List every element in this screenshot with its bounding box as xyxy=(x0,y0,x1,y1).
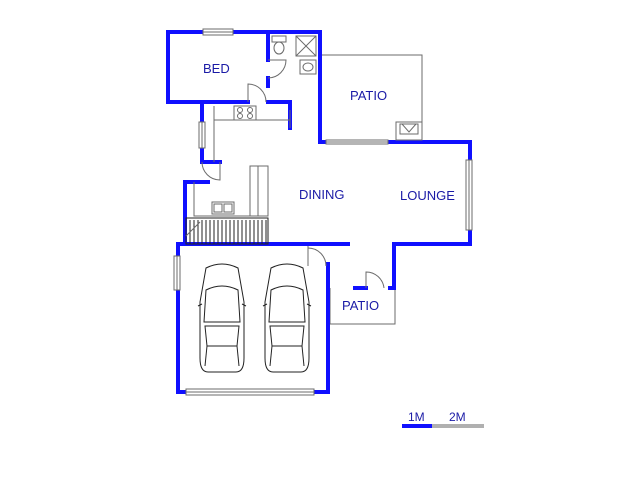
scale-bar: 1M 2M xyxy=(402,410,484,428)
garage-cars xyxy=(197,263,312,373)
doors xyxy=(201,59,385,289)
braai xyxy=(395,121,423,141)
room-label-patio-top: PATIO xyxy=(350,88,387,103)
scale-label-2m: 2M xyxy=(449,410,466,424)
scale-label-1m: 1M xyxy=(408,410,425,424)
staircase xyxy=(185,217,269,245)
car-right xyxy=(262,263,312,373)
patio-top-outline xyxy=(322,54,423,122)
kitchen-fixtures xyxy=(193,105,290,217)
room-label-lounge: LOUNGE xyxy=(400,188,455,203)
room-label-bed: BED xyxy=(203,61,230,76)
walls xyxy=(166,30,472,394)
car-left xyxy=(197,263,247,373)
windows xyxy=(173,28,473,396)
room-label-dining: DINING xyxy=(299,187,345,202)
room-label-patio-bottom: PATIO xyxy=(342,298,379,313)
bathroom-fixtures xyxy=(271,35,317,75)
